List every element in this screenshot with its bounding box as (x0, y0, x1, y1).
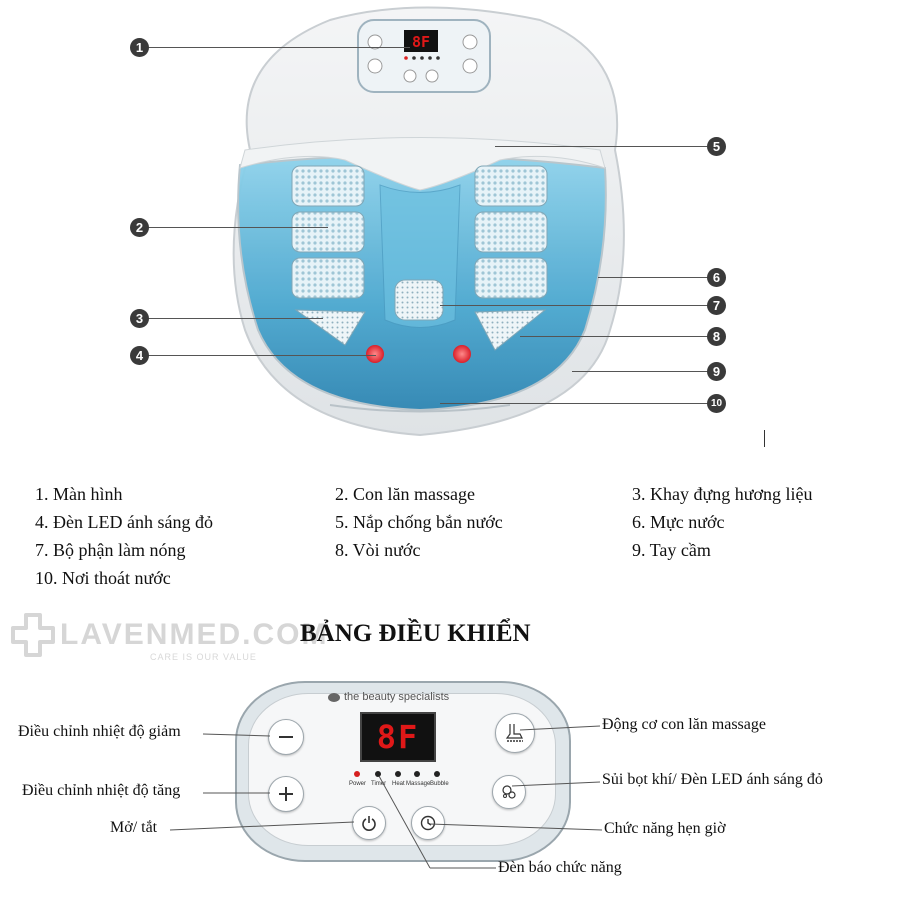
callout-marker-3: 3 (130, 309, 149, 328)
label-roller-motor: Động cơ con lăn massage (602, 716, 766, 733)
temp-up-button[interactable] (268, 776, 304, 812)
timer-button[interactable] (411, 806, 445, 840)
watermark-tagline: CARE IS OUR VALUE (150, 652, 257, 662)
indicator-led-heat (395, 771, 401, 777)
callout-marker-6: 6 (707, 268, 726, 287)
callout-line-5 (495, 146, 707, 147)
indicator-label-timer: Timer (371, 781, 387, 787)
legend-item-5: 5. Nắp chống bắn nước (335, 512, 503, 532)
callout-marker-1: 1 (130, 38, 149, 57)
callout-line-6 (598, 277, 708, 278)
cursor-mark (764, 430, 765, 447)
indicator-led-timer (375, 771, 381, 777)
plus-icon (279, 787, 293, 801)
bubble-led-button[interactable] (492, 775, 526, 809)
lavenmed-logo-icon (11, 613, 55, 657)
legend-item-8: 8. Vòi nước (335, 540, 421, 560)
callout-marker-10: 10 (707, 394, 726, 413)
legend-item-1: 1. Màn hình (35, 484, 123, 504)
callout-marker-2: 2 (130, 218, 149, 237)
callout-marker-8: 8 (707, 327, 726, 346)
legend-item-7: 7. Bộ phận làm nóng (35, 540, 186, 560)
indicator-led-power (354, 771, 360, 777)
control-panel-title: BẢNG ĐIỀU KHIỂN (300, 620, 531, 647)
callout-line-1 (148, 47, 410, 48)
callout-line-2 (148, 227, 328, 228)
callout-line-10 (440, 403, 708, 404)
led-display: 8F (360, 712, 436, 762)
callout-marker-9: 9 (707, 362, 726, 381)
label-temp-down: Điều chỉnh nhiệt độ giảm (18, 723, 181, 740)
legend-item-2: 2. Con lăn massage (335, 484, 475, 504)
power-icon (362, 816, 376, 831)
power-button[interactable] (352, 806, 386, 840)
label-timer: Chức năng hẹn giờ (604, 820, 726, 837)
callout-line-8 (520, 336, 708, 337)
bubble-icon (502, 785, 516, 799)
svg-text:8F: 8F (412, 33, 430, 51)
legend-item-4: 4. Đèn LED ánh sáng đỏ (35, 512, 213, 532)
legend-item-10: 10. Nơi thoát nước (35, 568, 171, 588)
callout-marker-4: 4 (130, 346, 149, 365)
indicator-label-massage: Massage (406, 781, 431, 787)
temp-down-button[interactable] (268, 719, 304, 755)
foot-spa-illustration: 8F (232, 6, 625, 437)
callout-line-3 (148, 318, 323, 319)
callout-line-9 (572, 371, 708, 372)
foot-roller-icon (505, 724, 523, 742)
brand-logo-icon (328, 692, 340, 702)
roller-motor-button[interactable] (495, 713, 535, 753)
callout-line-4 (148, 355, 376, 356)
callout-marker-5: 5 (707, 137, 726, 156)
indicator-label-power: Power (349, 781, 367, 787)
label-bubble-led: Sủi bọt khí/ Đèn LED ánh sáng đỏ (602, 771, 823, 788)
legend-item-3: 3. Khay đựng hương liệu (632, 484, 813, 504)
indicator-label-heat: Heat (392, 781, 405, 787)
callout-line-7 (440, 305, 708, 306)
minus-icon (279, 736, 293, 738)
legend-item-6: 6. Mực nước (632, 512, 725, 532)
label-power: Mở/ tắt (110, 819, 158, 836)
watermark-name: LAVENMED.COM (60, 618, 329, 651)
indicator-led-massage (414, 771, 420, 777)
brand-name: the beauty specialists (344, 691, 450, 703)
indicator-led-bubble (434, 771, 440, 777)
brand-label: the beauty specialists (328, 691, 449, 703)
callout-marker-7: 7 (707, 296, 726, 315)
indicator-label-bubble: Bubble (430, 781, 449, 787)
label-temp-up: Điều chỉnh nhiệt độ tăng (22, 782, 181, 799)
legend-item-9: 9. Tay cầm (632, 540, 711, 560)
label-indicator: Đèn báo chức năng (498, 859, 622, 876)
